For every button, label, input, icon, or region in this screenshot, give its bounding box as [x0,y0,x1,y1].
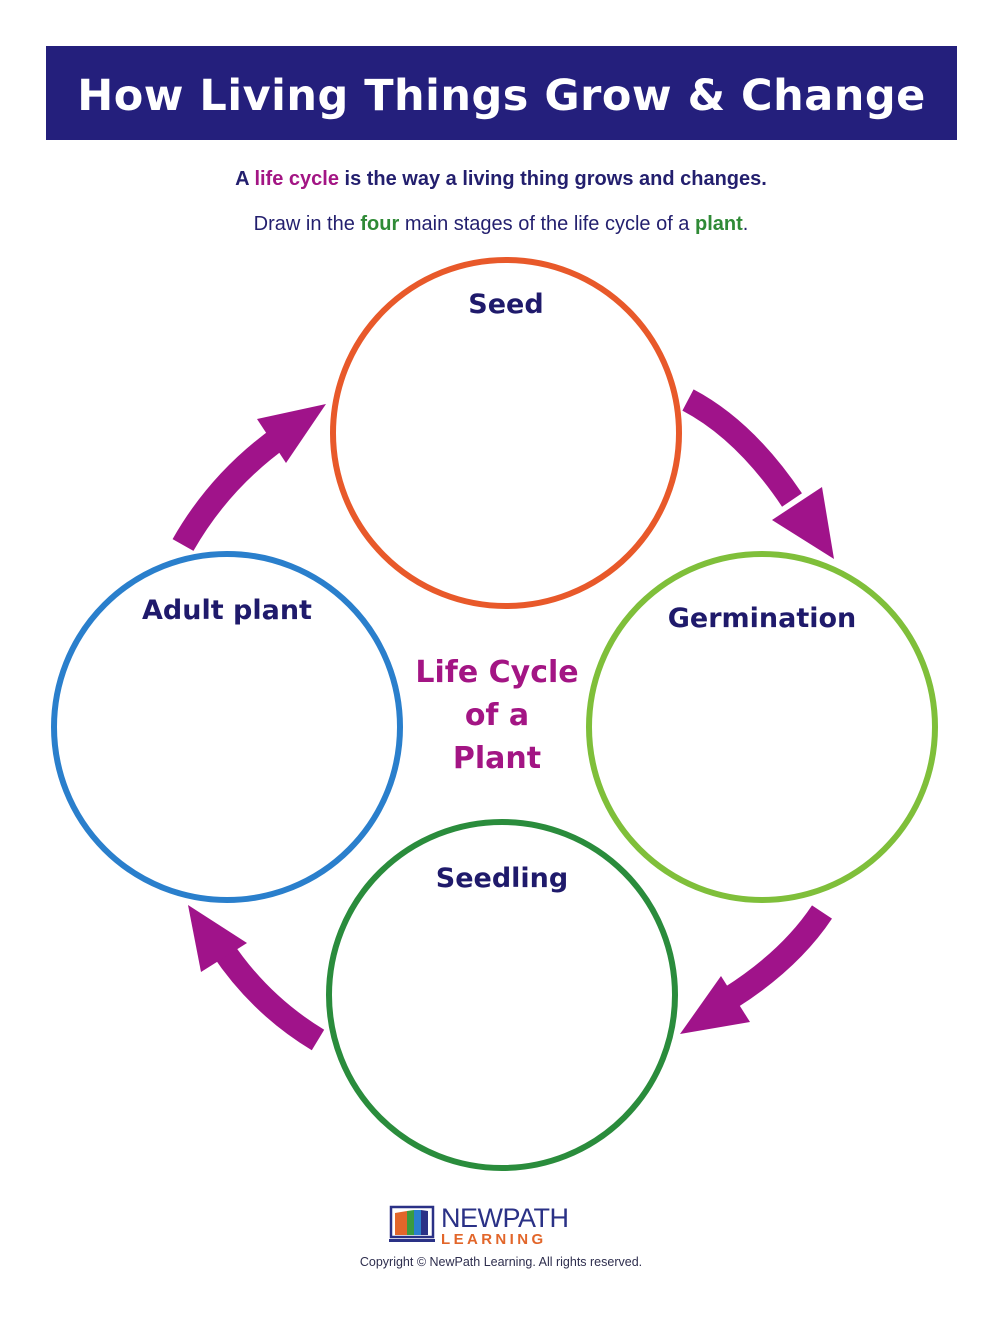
arrow-seed-to-germination-icon [682,389,834,559]
seed-circle[interactable] [330,257,682,609]
center-title-line3: Plant [453,741,541,776]
logo-wordmark-top: NEWPATH [441,1203,569,1233]
instruction-part: main stages of the life cycle of a [399,213,695,235]
adult-plant-label: Adult plant [142,595,312,626]
definition-prefix: A [235,168,255,190]
page-title: How Living Things Grow & Change [77,71,926,121]
center-title-line2: of a [465,698,529,733]
instruction-part: Draw in the [253,213,361,235]
definition-suffix: is the way a living thing grows and chan… [338,168,767,190]
title-banner: How Living Things Grow & Change [46,46,957,140]
instruction-text: Draw in the four main stages of the life… [0,213,1002,236]
newpath-logo: NEWPATH LEARNING [389,1205,569,1247]
definition-term: life cycle [254,168,339,190]
adult-plant-circle[interactable] [51,551,403,903]
copyright-text: Copyright © NewPath Learning. All rights… [359,1255,643,1269]
definition-text: A life cycle is the way a living thing g… [0,168,1002,191]
stage-adult-plant[interactable]: Adult plant [51,551,403,903]
stage-seedling[interactable]: Seedling [326,819,678,1171]
stage-germination[interactable]: Germination [586,551,938,903]
arrow-germination-to-seedling-icon [680,905,832,1034]
seedling-label: Seedling [436,863,568,894]
center-title-line1: Life Cycle [415,655,578,690]
stage-seed[interactable]: Seed [330,257,682,609]
seedling-circle[interactable] [326,819,678,1171]
arrow-adult-to-seed-icon [172,404,326,551]
monitor-books-icon [389,1205,435,1242]
instruction-highlight-plant: plant [694,213,743,235]
germination-label: Germination [668,603,857,634]
seed-label: Seed [468,289,543,320]
arrow-seedling-to-adult-icon [188,905,325,1051]
logo-wordmark-bottom: LEARNING [441,1231,547,1248]
instruction-part: . [742,213,749,235]
germination-circle[interactable] [586,551,938,903]
instruction-highlight-four: four [360,213,400,235]
